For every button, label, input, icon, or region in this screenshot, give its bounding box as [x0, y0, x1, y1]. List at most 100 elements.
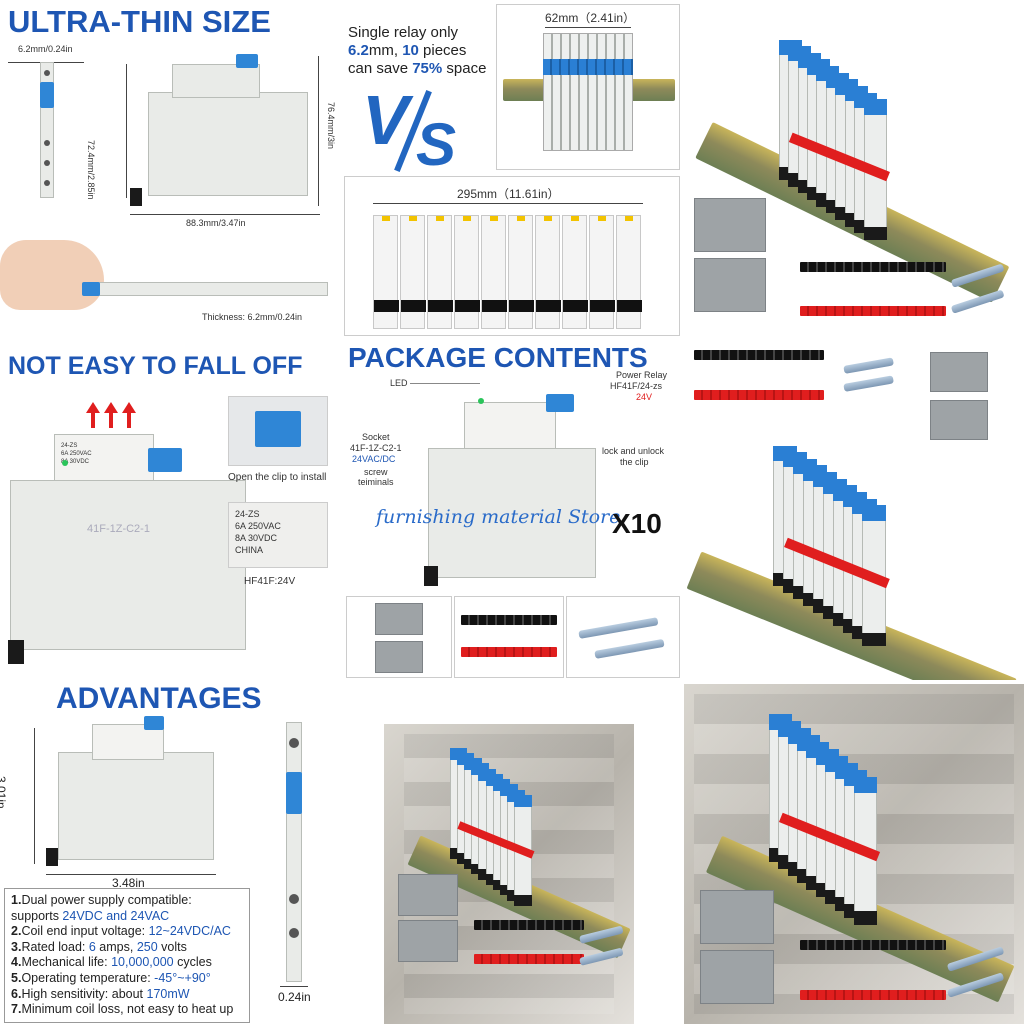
- advantage-text-2: Coil end input voltage:: [21, 924, 149, 939]
- package-relay-foot: [424, 566, 438, 586]
- circuit-breaker: [508, 215, 534, 329]
- relay-rack-top: [766, 30, 976, 240]
- caption-save-value: 75%: [412, 60, 443, 77]
- advantage-item-6: 6.High sensitivity: about 170mW: [11, 987, 243, 1003]
- up-arrow-3: [122, 402, 136, 413]
- rack-relay-foot: [514, 895, 532, 906]
- vs-letter-s: S: [416, 111, 457, 178]
- relay-rack-right: [756, 704, 966, 925]
- advantage-num-1: 1.: [11, 893, 22, 907]
- jumper-black-right: [800, 940, 946, 950]
- caption-save-prefix: can save: [348, 60, 413, 77]
- up-arrow-shaft-2: [109, 412, 113, 428]
- advantage-text-1: Dual power supply compatible:: [21, 893, 192, 907]
- breaker-toggle: [536, 300, 561, 312]
- relay-large-label-3: 8A 30VDC: [61, 459, 90, 465]
- breaker-tab: [544, 216, 552, 221]
- relay-photo-label-1: 24-ZS: [235, 509, 260, 519]
- advantage-hl-4: 10,000,000: [111, 955, 174, 970]
- height-dimension-line: [126, 64, 127, 198]
- breaker-tab: [436, 216, 444, 221]
- thin-relay-screw-1: [44, 140, 50, 146]
- socket-model: 41F-1Z-C2-1: [350, 443, 402, 453]
- breaker-toggle: [428, 300, 453, 312]
- advantages-height-label: 3.01in: [0, 776, 8, 809]
- advantage-num-2: 2.: [11, 924, 22, 939]
- accessory-box-screws: [566, 596, 680, 678]
- advantages-side-screw-2: [289, 894, 299, 904]
- package-relay-top: [464, 402, 556, 452]
- up-arrow-2: [104, 402, 118, 413]
- clip-label-1: lock and unlock: [602, 446, 665, 456]
- rack-relay-foot: [862, 632, 887, 646]
- thin-relay-led: [44, 70, 50, 76]
- end-stop-middle-1: [930, 352, 988, 392]
- relay-front-foot: [130, 188, 142, 206]
- end-stop-top-2: [694, 258, 766, 312]
- relay-stack-width-line: [545, 27, 631, 28]
- advantages-side-clip: [286, 772, 302, 814]
- end-stop-right-2: [700, 950, 774, 1004]
- end-stop-top-1: [694, 198, 766, 252]
- advantage-hl-1b: 24VDC and 24VAC: [62, 908, 170, 923]
- fall-off-heading: NOT EASY TO FALL OFF: [8, 352, 303, 380]
- clip-photo: [228, 396, 328, 466]
- scene-panel-right: [684, 684, 1024, 1024]
- breakers-width-line: [373, 203, 643, 204]
- rack-relay-clip: [862, 505, 887, 521]
- up-arrow-shaft-1: [91, 412, 95, 428]
- relay-photo-label-2: 6A 250VAC: [235, 521, 281, 531]
- advantage-hl-2: 12~24VDC/AC: [148, 924, 231, 939]
- advantage-item-7: 7.Minimum coil loss, not easy to heat up: [11, 1002, 243, 1018]
- breaker-tab: [409, 216, 417, 221]
- advantage-rest2-3: volts: [157, 939, 187, 954]
- advantage-num-4: 4.: [11, 955, 22, 970]
- length-dimension-label: 88.3mm/3.47in: [186, 218, 246, 228]
- advantage-item-5: 5.Operating temperature: -45°~+90°: [11, 971, 243, 987]
- advantage-rest-4: cycles: [173, 955, 212, 970]
- advantage-num-5: 5.: [11, 970, 22, 985]
- relay-large-body: 41F-1Z-C2-1: [10, 480, 246, 650]
- advantage-num-7: 7.: [11, 1002, 22, 1017]
- store-watermark: furnishing material Store: [376, 506, 621, 528]
- advantage-item-1b: supports 24VDC and 24VAC: [11, 909, 243, 925]
- comparison-caption-box: Single relay only 6.2mm, 10 pieces can s…: [342, 16, 492, 78]
- advantage-text-5: Operating temperature:: [21, 970, 155, 985]
- clip-photo-clip: [255, 411, 301, 447]
- breaker-toggle: [455, 300, 480, 312]
- jumper-black-top: [800, 262, 946, 272]
- advantage-num-3: 3.: [11, 939, 22, 954]
- advantage-hl2-3: 250: [136, 939, 158, 954]
- breaker-tab: [598, 216, 606, 221]
- jumper-black-middle: [694, 350, 824, 360]
- breaker-row: [373, 207, 645, 331]
- advantage-rest-3: amps,: [95, 939, 137, 954]
- breaker-tab: [571, 216, 579, 221]
- accessory-endstop-2: [375, 641, 423, 673]
- rack-relay-clip: [863, 99, 887, 115]
- vs-letter-v: V: [362, 81, 409, 159]
- advantage-item-1: 1.Dual power supply compatible:: [11, 893, 243, 909]
- end-stop-center-1: [398, 874, 458, 916]
- advantage-num-6: 6.: [11, 986, 22, 1001]
- scene-panel-center: [384, 724, 634, 1024]
- advantage-text-6: High sensitivity: about: [21, 986, 147, 1001]
- thickness-label: Thickness: 6.2mm/0.24in: [202, 312, 303, 322]
- breaker-toggle: [482, 300, 507, 312]
- accessory-screw-1: [578, 617, 659, 639]
- end-stop-center-2: [398, 920, 458, 962]
- package-panel: PACKAGE CONTENTS LED Power Relay HF41F/2…: [340, 340, 684, 680]
- advantage-item-3: 3.Rated load: 6 amps, 250 volts: [11, 940, 243, 956]
- screw-label-2: teiminals: [358, 477, 394, 487]
- caption-size-unit: mm,: [368, 42, 403, 59]
- circuit-breaker: [616, 215, 642, 329]
- rack-relay-foot: [863, 226, 887, 240]
- hand-image: [0, 240, 104, 310]
- circuit-breaker: [481, 215, 507, 329]
- power-relay-voltage: 24V: [636, 392, 653, 402]
- breaker-tab: [490, 216, 498, 221]
- relay-large-label-2: 6A 250VAC: [61, 451, 92, 457]
- thin-relay-screw-3: [44, 180, 50, 186]
- model-caption: HF41F:24V: [244, 576, 296, 587]
- advantages-side-screw-3: [289, 928, 299, 938]
